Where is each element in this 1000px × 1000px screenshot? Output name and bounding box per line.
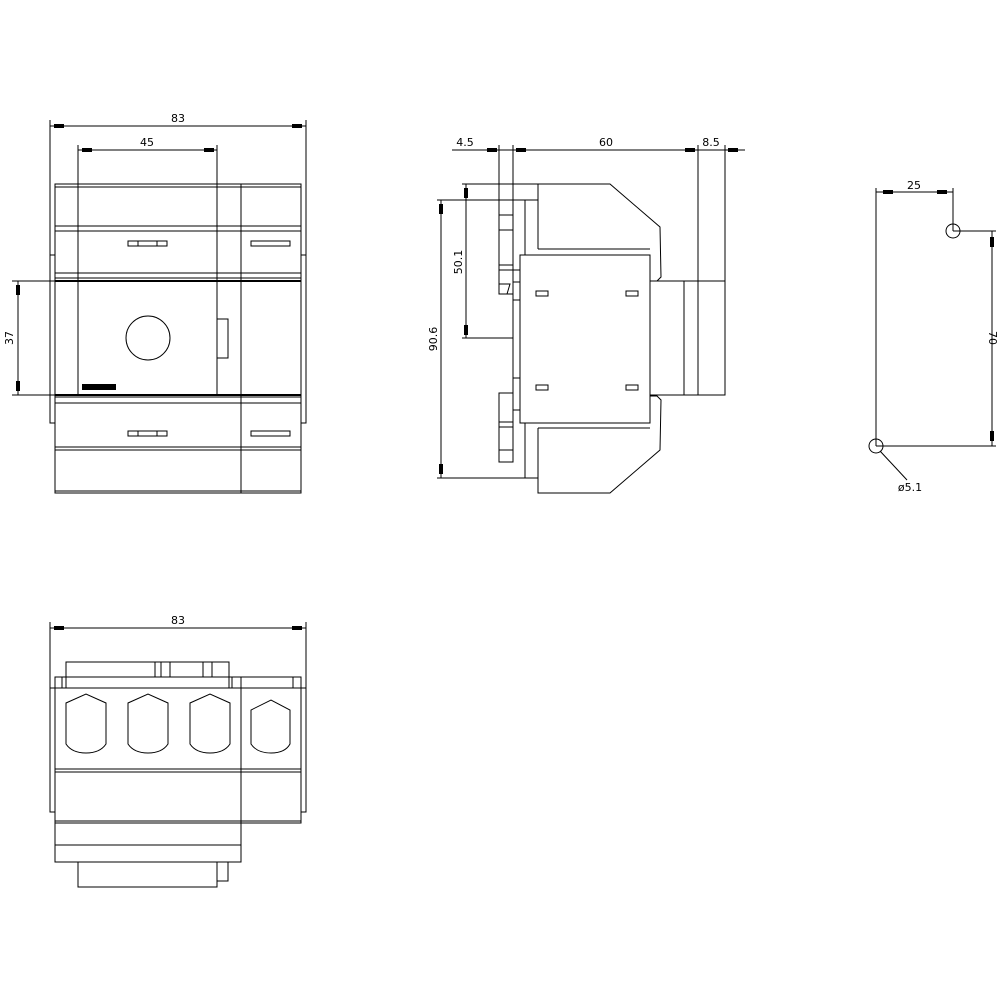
- side-dim-upper: 50.1: [452, 250, 465, 275]
- side-view: 4.5 60 8.5 90.6 50.1: [427, 136, 745, 494]
- front-height-dim: 37: [3, 331, 16, 345]
- front-inner-dim: 45: [140, 136, 154, 149]
- mounting-hole-lower: [868, 438, 884, 454]
- indicator-circle: [125, 315, 171, 361]
- bottom-width-dim: 83: [171, 614, 185, 627]
- mounting-hole-upper: [945, 223, 961, 239]
- side-dim-left: 4.5: [456, 136, 474, 149]
- mounting-view: 25 70 ø5.1: [868, 179, 999, 494]
- terminal-4: [250, 699, 291, 754]
- front-width-dim: 83: [171, 112, 185, 125]
- terminal-3: [189, 693, 231, 754]
- siemens-logo: [82, 384, 116, 390]
- side-dim-depth: 60: [599, 136, 613, 149]
- front-view: 83 45 37: [3, 112, 307, 494]
- bottom-view: 83: [49, 614, 307, 888]
- side-dim-height: 90.6: [427, 327, 440, 352]
- terminal-2: [127, 693, 169, 754]
- mount-dim-vertical: 70: [986, 331, 999, 345]
- mount-dim-horizontal: 25: [907, 179, 921, 192]
- side-dim-right: 8.5: [702, 136, 720, 149]
- terminal-1: [65, 693, 107, 754]
- hole-diameter-label: ø5.1: [898, 481, 922, 494]
